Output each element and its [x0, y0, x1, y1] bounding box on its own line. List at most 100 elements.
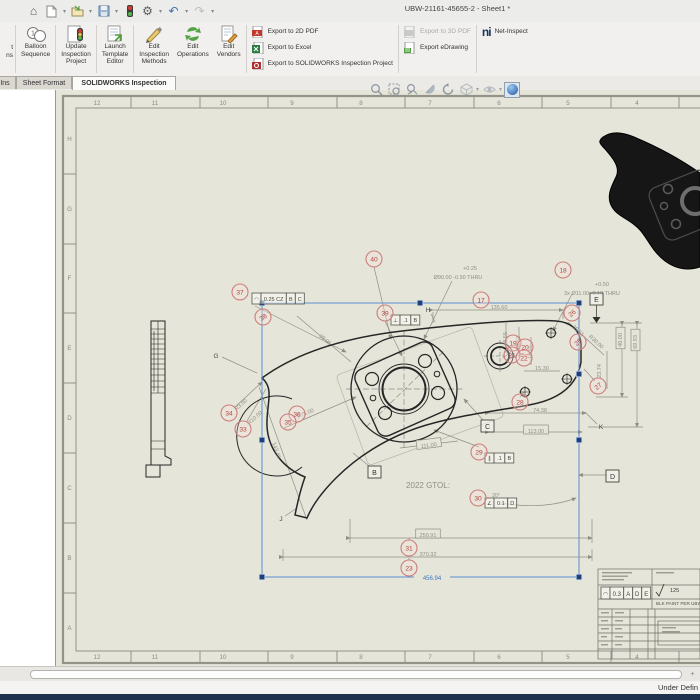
balloon-30[interactable]: 30	[469, 489, 487, 507]
home-icon[interactable]: ⌂	[29, 4, 38, 18]
datum-flag-D[interactable]	[605, 469, 620, 483]
balloon-31[interactable]: 31	[400, 539, 418, 557]
open-document-icon[interactable]	[70, 4, 85, 19]
display-style-caret[interactable]: ▾	[476, 87, 480, 93]
undo-dropdown-caret[interactable]: ▾	[185, 8, 189, 15]
selection-handle[interactable]	[575, 299, 583, 307]
new-dropdown-caret[interactable]: ▾	[63, 8, 67, 15]
dimension-text[interactable]: 69.93	[633, 335, 639, 349]
gdt-frame-cell[interactable]	[507, 497, 518, 509]
selection-handle[interactable]	[575, 436, 583, 444]
save-dropdown-caret[interactable]: ▾	[115, 8, 119, 15]
settings-dropdown-caret[interactable]: ▾	[159, 8, 163, 15]
dimension-text[interactable]: +0.50	[595, 282, 609, 288]
selected-dimension[interactable]: 456.94	[423, 576, 442, 582]
settings-gear-icon[interactable]: ⚙	[142, 4, 153, 18]
balloon-34[interactable]: 34	[220, 404, 238, 422]
front-view[interactable]	[236, 319, 582, 519]
ribbon-button-edit-inspection-methods[interactable]: Edit Inspection Methods	[135, 22, 173, 76]
dimension-text[interactable]: Ø90.00 -0.50 THRU	[434, 275, 483, 281]
balloon-26[interactable]: 26	[563, 304, 581, 322]
dimension-text[interactable]: 370.32	[420, 552, 437, 558]
balloon-39[interactable]: 39	[376, 304, 394, 322]
ribbon-button-edit-operations[interactable]: Edit Operations	[173, 22, 213, 76]
dimension-text[interactable]: 135.60	[491, 305, 508, 311]
ribbon-button-launch-template-editor[interactable]: Launch Template Editor	[98, 22, 132, 76]
balloon-23[interactable]: 23	[400, 559, 418, 577]
balloon-40[interactable]: 40	[365, 250, 383, 268]
dimension-text[interactable]: 15.30	[535, 366, 549, 372]
ribbon-button-update-inspection-project[interactable]: Update Inspection Project	[57, 22, 95, 76]
balloon-22[interactable]: 22	[515, 349, 533, 367]
dimension-text[interactable]: 20°	[492, 493, 500, 499]
isometric-view[interactable]	[599, 132, 700, 270]
dimension-text[interactable]: 113.00	[528, 429, 544, 435]
feature-manager-panel[interactable]	[0, 90, 56, 666]
balloon-17[interactable]: 17	[472, 291, 490, 309]
balloon-27[interactable]: 27	[589, 377, 607, 395]
selection-handle[interactable]	[416, 299, 424, 307]
dimension-text[interactable]: 143.46	[270, 442, 281, 460]
balloon-38[interactable]: 38	[254, 308, 272, 326]
3d-drawing-view-icon[interactable]	[458, 82, 474, 98]
tab-solidworks-inspection[interactable]: SOLIDWORKS Inspection	[72, 76, 176, 90]
hide-show-caret[interactable]: ▾	[499, 87, 503, 93]
selection-handle[interactable]	[575, 573, 583, 581]
dimension-text[interactable]: 250.91	[420, 533, 437, 539]
datum-flag-B[interactable]	[367, 465, 382, 479]
gdt-frame-cell[interactable]	[641, 586, 652, 600]
balloon-18[interactable]: 18	[554, 261, 572, 279]
rotate-view-icon[interactable]	[440, 82, 456, 98]
new-document-icon[interactable]	[44, 4, 59, 19]
tab-ins[interactable]: Ins	[0, 76, 16, 89]
ribbon-button-export-excel[interactable]: Export to Excel	[251, 41, 393, 55]
hide-show-items-icon[interactable]	[481, 82, 497, 98]
balloon-29[interactable]: 29	[470, 443, 488, 461]
save-icon[interactable]	[96, 4, 111, 19]
zone-number: 5	[566, 654, 570, 661]
balloon-33[interactable]: 33	[234, 420, 252, 438]
ribbon-button-export-sw-inspection[interactable]: Export to SOLIDWORKS Inspection Project	[251, 57, 393, 71]
zoom-to-fit-icon[interactable]	[368, 82, 384, 98]
section-view-icon[interactable]	[422, 82, 438, 98]
selection-handle[interactable]	[258, 436, 266, 444]
scrollbar-thumb[interactable]	[30, 670, 682, 679]
selection-handle[interactable]	[258, 573, 266, 581]
tab-sheet-format[interactable]: Sheet Format	[16, 76, 72, 89]
gdt-frame-cell[interactable]	[294, 292, 305, 305]
dimension-text[interactable]: 2022 GTOL:	[406, 481, 450, 490]
selection-handle[interactable]	[575, 370, 583, 378]
undo-icon[interactable]: ↶	[168, 4, 179, 18]
gdt-frame-cell[interactable]	[410, 314, 421, 326]
traffic-light-icon[interactable]	[122, 4, 137, 19]
dimension-text[interactable]: 74.38	[533, 408, 547, 414]
dimension-text[interactable]: 15.52	[516, 336, 522, 350]
view-settings-icon[interactable]	[504, 81, 521, 98]
balloon-37[interactable]: 37	[231, 283, 249, 301]
horizontal-scrollbar[interactable]: +	[0, 666, 700, 682]
dimension-text[interactable]: 93.05	[317, 334, 331, 347]
zoom-area-icon[interactable]	[404, 82, 420, 98]
open-dropdown-caret[interactable]: ▾	[89, 8, 93, 15]
view-label-K: K	[599, 424, 604, 431]
dimension-text[interactable]: 23.74	[597, 364, 603, 378]
balloon-28[interactable]: 28	[511, 393, 529, 411]
ribbon-button-edit-vendors[interactable]: Edit Vendors	[213, 22, 245, 76]
scrollbar-split-handle[interactable]: +	[690, 671, 695, 678]
dimension-text[interactable]: 48.00	[618, 333, 624, 347]
datum-flag-C[interactable]	[480, 419, 495, 433]
dimension-text[interactable]: +0.25	[463, 266, 477, 272]
gdt-frame-cell[interactable]	[504, 452, 515, 464]
balloon-35[interactable]: 35	[279, 413, 297, 431]
zoom-window-icon[interactable]	[386, 82, 402, 98]
dimension-text[interactable]: 111.00	[421, 442, 438, 450]
balloon-25[interactable]: 25	[569, 333, 587, 351]
ribbon-button-export-edrawing[interactable]: Export eDrawing	[403, 41, 471, 55]
side-view[interactable]	[145, 320, 172, 478]
